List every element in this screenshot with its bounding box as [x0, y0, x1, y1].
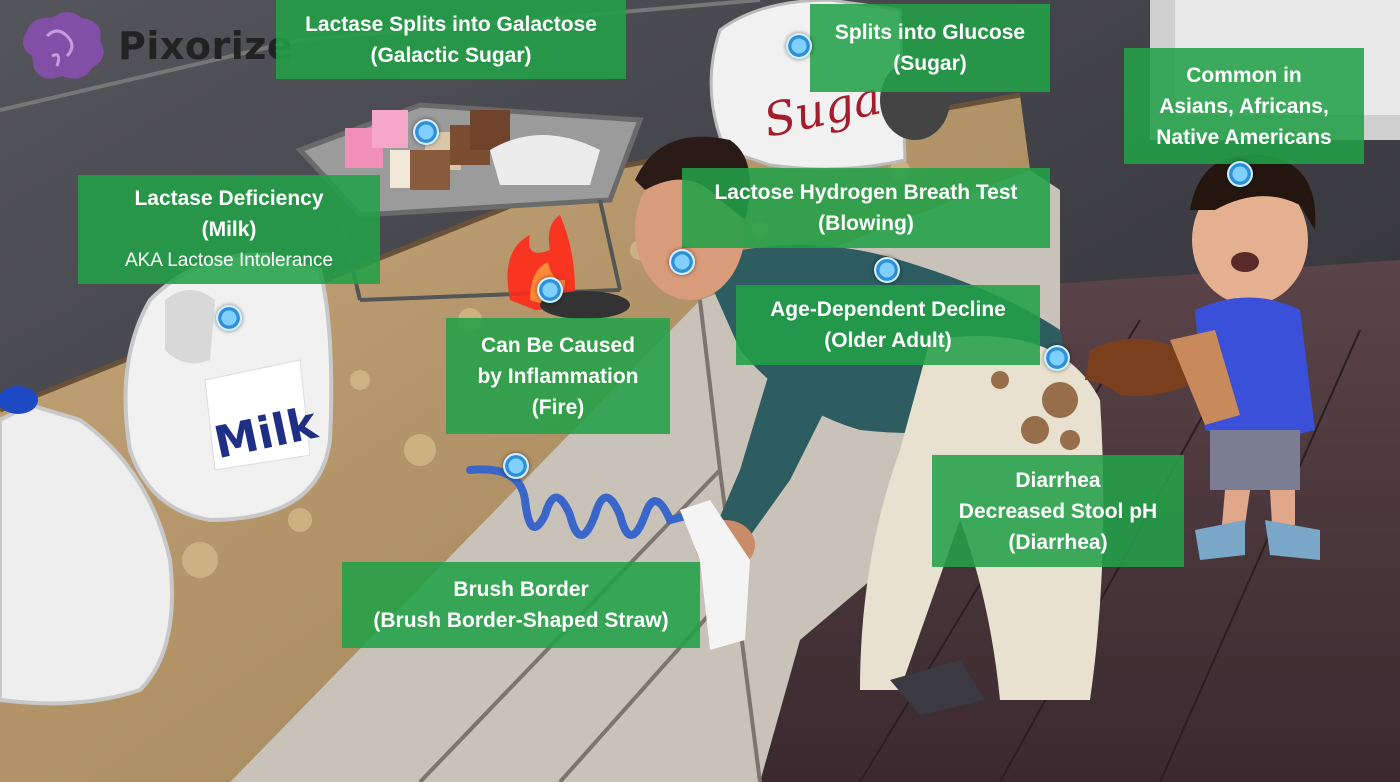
- label-diarrhea-line2: Decreased Stool pH: [958, 499, 1158, 523]
- chocolate-splash: [1085, 338, 1200, 396]
- straw-illustration: [466, 465, 694, 539]
- label-brush-border-mnemonic: (Brush Border-Shaped Straw): [373, 609, 669, 632]
- label-age-decline-mnemonic: (Older Adult): [824, 329, 952, 352]
- label-breath-test-title: Lactose Hydrogen Breath Test: [714, 181, 1018, 204]
- label-diarrhea-mnemonic: (Diarrhea): [1008, 530, 1108, 554]
- label-diarrhea: Diarrhea Decreased Stool pH (Diarrhea): [932, 455, 1184, 567]
- label-glucose: Splits into Glucose (Sugar): [810, 4, 1050, 92]
- label-inflammation-line2: by Inflammation: [477, 364, 639, 388]
- label-inflammation-line1: Can Be Caused: [480, 333, 636, 357]
- label-inflammation: Can Be Caused by Inflammation (Fire): [446, 318, 670, 434]
- hotspot-galactose[interactable]: [413, 119, 439, 145]
- label-brush-border: Brush Border (Brush Border-Shaped Straw): [342, 562, 700, 648]
- boy-illustration: [1170, 154, 1320, 560]
- label-deficiency-aka: AKA Lactose Intolerance: [124, 250, 334, 271]
- hotspot-population[interactable]: [1227, 161, 1253, 187]
- label-galactose-mnemonic: (Galactic Sugar): [370, 43, 532, 67]
- label-galactose-title: Lactase Splits into Galactose: [305, 12, 597, 36]
- label-inflammation-mnemonic: (Fire): [531, 395, 585, 419]
- label-deficiency-mnemonic: (Milk): [201, 218, 257, 241]
- label-population: Common in Asians, Africans, Native Ameri…: [1124, 48, 1364, 164]
- brain-logo-icon: [23, 12, 104, 79]
- hotspot-brush-border[interactable]: [503, 453, 529, 479]
- hotspot-deficiency[interactable]: [216, 305, 242, 331]
- label-age-decline-title: Age-Dependent Decline: [770, 298, 1006, 321]
- brand-name: Pixorize: [118, 24, 294, 68]
- hotspot-age-decline[interactable]: [874, 257, 900, 283]
- milk-jug-illustration: Milk: [123, 252, 334, 523]
- label-age-decline: Age-Dependent Decline (Older Adult): [736, 285, 1040, 365]
- label-breath-test: Lactose Hydrogen Breath Test (Blowing): [682, 168, 1050, 248]
- hotspot-breath-test[interactable]: [669, 249, 695, 275]
- hotspot-inflammation[interactable]: [537, 277, 563, 303]
- label-breath-test-mnemonic: (Blowing): [818, 212, 914, 235]
- label-brush-border-title: Brush Border: [453, 578, 589, 601]
- pixorize-logo: Pixorize: [12, 6, 293, 86]
- label-galactose: Lactase Splits into Galactose (Galactic …: [276, 0, 626, 79]
- label-population-line2: Asians, Africans,: [1159, 94, 1329, 118]
- hotspot-diarrhea[interactable]: [1044, 345, 1070, 371]
- label-deficiency: Lactase Deficiency (Milk) AKA Lactose In…: [78, 175, 380, 284]
- label-diarrhea-title: Diarrhea: [1015, 468, 1101, 492]
- hotspot-glucose[interactable]: [786, 33, 812, 59]
- milk-jug-left-illustration: [0, 386, 174, 706]
- label-glucose-title: Splits into Glucose: [834, 21, 1026, 44]
- label-deficiency-title: Lactase Deficiency: [134, 187, 324, 210]
- label-glucose-mnemonic: (Sugar): [893, 52, 967, 75]
- label-population-line1: Common in: [1186, 63, 1302, 87]
- label-population-line3: Native Americans: [1156, 125, 1332, 149]
